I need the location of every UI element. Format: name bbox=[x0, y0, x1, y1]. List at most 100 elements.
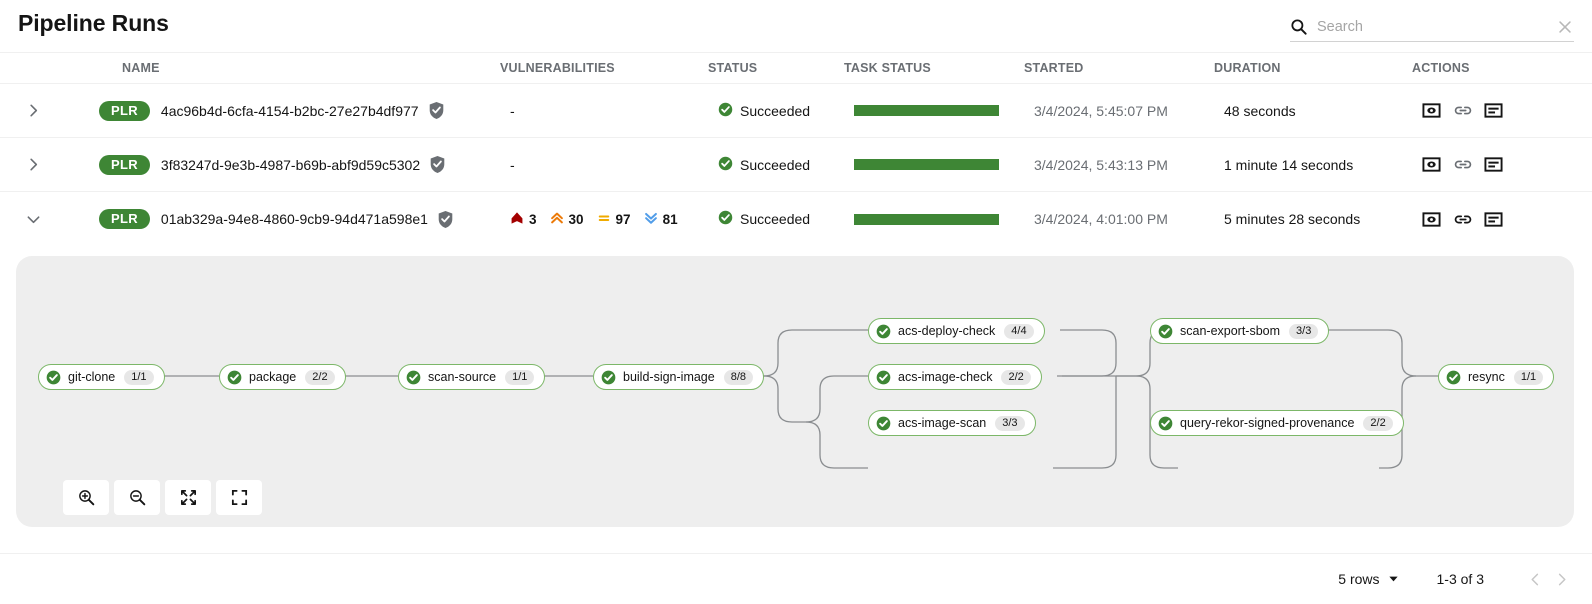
success-check-icon bbox=[718, 210, 733, 228]
vulnerability-important[interactable]: 30 bbox=[550, 211, 584, 228]
vulnerability-count: 81 bbox=[662, 211, 678, 227]
pipeline-node-git-clone[interactable]: git-clone 1/1 bbox=[38, 364, 165, 390]
vulnerabilities-value: - bbox=[510, 156, 515, 173]
status-text: Succeeded bbox=[740, 156, 811, 173]
success-check-icon bbox=[1158, 324, 1173, 339]
row-task-status-cell bbox=[854, 105, 1032, 116]
success-check-icon bbox=[876, 370, 891, 385]
table-row[interactable]: PLR 4ac96b4d-6cfa-4154-b2bc-27e27b4df977… bbox=[0, 84, 1592, 138]
output-icon[interactable] bbox=[1484, 210, 1503, 229]
pipeline-graph-panel: git-clone 1/1 package 2/2 scan-source 1/… bbox=[16, 256, 1574, 527]
node-label: acs-image-scan bbox=[898, 416, 987, 430]
shield-check-icon bbox=[437, 210, 454, 229]
close-icon[interactable] bbox=[1556, 18, 1574, 36]
success-check-icon bbox=[601, 370, 616, 385]
output-icon[interactable] bbox=[1484, 155, 1503, 174]
search-box[interactable] bbox=[1290, 12, 1574, 42]
row-toggle-cell bbox=[0, 208, 44, 230]
table-row[interactable]: PLR 01ab329a-94e8-4860-9cb9-94d471a598e1… bbox=[0, 192, 1592, 246]
row-toggle-cell bbox=[0, 154, 44, 176]
node-label: package bbox=[249, 370, 297, 384]
pipeline-node-query-rekor-signed-provenance[interactable]: query-rekor-signed-provenance 2/2 bbox=[1150, 410, 1404, 436]
node-label: acs-image-check bbox=[898, 370, 993, 384]
graph-toolbar bbox=[63, 480, 262, 515]
run-name[interactable]: 4ac96b4d-6cfa-4154-b2bc-27e27b4df977 bbox=[160, 102, 419, 119]
node-label: scan-export-sbom bbox=[1180, 324, 1281, 338]
page-title: Pipeline Runs bbox=[18, 10, 169, 36]
header-cell-task-status: TASK STATUS bbox=[844, 61, 931, 75]
link-icon[interactable] bbox=[1453, 210, 1472, 229]
view-logs-icon[interactable] bbox=[1422, 210, 1441, 229]
vulnerability-count: 3 bbox=[529, 211, 537, 227]
pipeline-node-scan-export-sbom[interactable]: scan-export-sbom 3/3 bbox=[1150, 318, 1330, 344]
row-started-cell: 3/4/2024, 5:45:07 PM bbox=[1034, 102, 1168, 119]
row-actions-cell bbox=[1422, 155, 1592, 174]
node-label: resync bbox=[1468, 370, 1505, 384]
chevron-down-icon[interactable] bbox=[22, 208, 44, 230]
pipeline-node-acs-deploy-check[interactable]: acs-deploy-check 4/4 bbox=[868, 318, 1045, 344]
node-task-count: 3/3 bbox=[1289, 323, 1319, 339]
severity-important-icon bbox=[550, 211, 564, 228]
task-status-bar bbox=[854, 159, 999, 170]
row-status-cell: Succeeded bbox=[714, 156, 854, 174]
pipeline-node-package[interactable]: package 2/2 bbox=[219, 364, 346, 390]
header-cell-status: STATUS bbox=[708, 61, 758, 75]
success-check-icon bbox=[718, 156, 733, 174]
table-header-row: NAME VULNERABILITIES STATUS TASK STATUS … bbox=[0, 52, 1592, 84]
link-icon[interactable] bbox=[1453, 101, 1472, 120]
chevron-right-icon[interactable] bbox=[1548, 566, 1574, 592]
row-status-cell: Succeeded bbox=[714, 210, 854, 228]
node-label: git-clone bbox=[68, 370, 116, 384]
pipeline-node-acs-image-check[interactable]: acs-image-check 2/2 bbox=[868, 364, 1042, 390]
vulnerability-moderate[interactable]: 97 bbox=[597, 211, 631, 228]
task-status-bar bbox=[854, 105, 999, 116]
chevron-right-icon[interactable] bbox=[22, 100, 44, 122]
footer-divider bbox=[0, 553, 1592, 554]
search-input[interactable] bbox=[1317, 14, 1550, 39]
row-actions-cell bbox=[1422, 210, 1592, 229]
status-text: Succeeded bbox=[740, 102, 811, 119]
run-name[interactable]: 3f83247d-9e3b-4987-b69b-abf9d59c5302 bbox=[160, 156, 421, 173]
reset-view-icon[interactable] bbox=[216, 480, 262, 515]
rows-per-page-select[interactable]: 5 rows bbox=[1338, 571, 1398, 587]
pipeline-runs-table: NAME VULNERABILITIES STATUS TASK STATUS … bbox=[0, 52, 1592, 246]
node-task-count: 8/8 bbox=[723, 369, 754, 385]
zoom-out-icon[interactable] bbox=[114, 480, 160, 515]
status-text: Succeeded bbox=[740, 211, 811, 227]
node-label: build-sign-image bbox=[623, 370, 715, 384]
success-check-icon bbox=[1446, 370, 1461, 385]
chevron-left-icon[interactable] bbox=[1522, 566, 1548, 592]
node-task-count: 2/2 bbox=[1363, 415, 1393, 431]
success-check-icon bbox=[718, 102, 733, 120]
plr-badge: PLR bbox=[99, 100, 150, 121]
output-icon[interactable] bbox=[1484, 101, 1503, 120]
view-logs-icon[interactable] bbox=[1422, 155, 1441, 174]
success-check-icon bbox=[1158, 416, 1173, 431]
node-task-count: 1/1 bbox=[124, 369, 154, 385]
run-name[interactable]: 01ab329a-94e8-4860-9cb9-94d471a598e1 bbox=[160, 211, 428, 227]
vulnerability-low[interactable]: 81 bbox=[644, 211, 678, 228]
link-icon[interactable] bbox=[1453, 155, 1472, 174]
header-cell-name: NAME bbox=[122, 61, 160, 75]
node-task-count: 2/2 bbox=[1001, 369, 1031, 385]
search-icon bbox=[1290, 18, 1308, 36]
success-check-icon bbox=[227, 370, 242, 385]
pipeline-node-build-sign-image[interactable]: build-sign-image 8/8 bbox=[593, 364, 765, 390]
pipeline-node-resync[interactable]: resync 1/1 bbox=[1438, 364, 1555, 390]
view-logs-icon[interactable] bbox=[1422, 101, 1441, 120]
header-cell-duration: DURATION bbox=[1214, 61, 1281, 75]
chevron-right-icon[interactable] bbox=[22, 154, 44, 176]
row-duration-cell: 5 minutes 28 seconds bbox=[1224, 211, 1361, 227]
table-row[interactable]: PLR 3f83247d-9e3b-4987-b69b-abf9d59c5302… bbox=[0, 138, 1592, 192]
severity-low-icon bbox=[644, 211, 658, 228]
pipeline-node-scan-source[interactable]: scan-source 1/1 bbox=[398, 364, 546, 390]
page-header: Pipeline Runs bbox=[0, 0, 1592, 52]
page-range-label: 1-3 of 3 bbox=[1436, 571, 1484, 587]
pipeline-node-acs-image-scan[interactable]: acs-image-scan 3/3 bbox=[868, 410, 1036, 436]
zoom-in-icon[interactable] bbox=[63, 480, 109, 515]
row-started-cell: 3/4/2024, 4:01:00 PM bbox=[1034, 211, 1168, 227]
row-actions-cell bbox=[1422, 101, 1592, 120]
vulnerability-critical[interactable]: 3 bbox=[510, 211, 537, 228]
severity-moderate-icon bbox=[597, 211, 611, 228]
fit-to-screen-icon[interactable] bbox=[165, 480, 211, 515]
